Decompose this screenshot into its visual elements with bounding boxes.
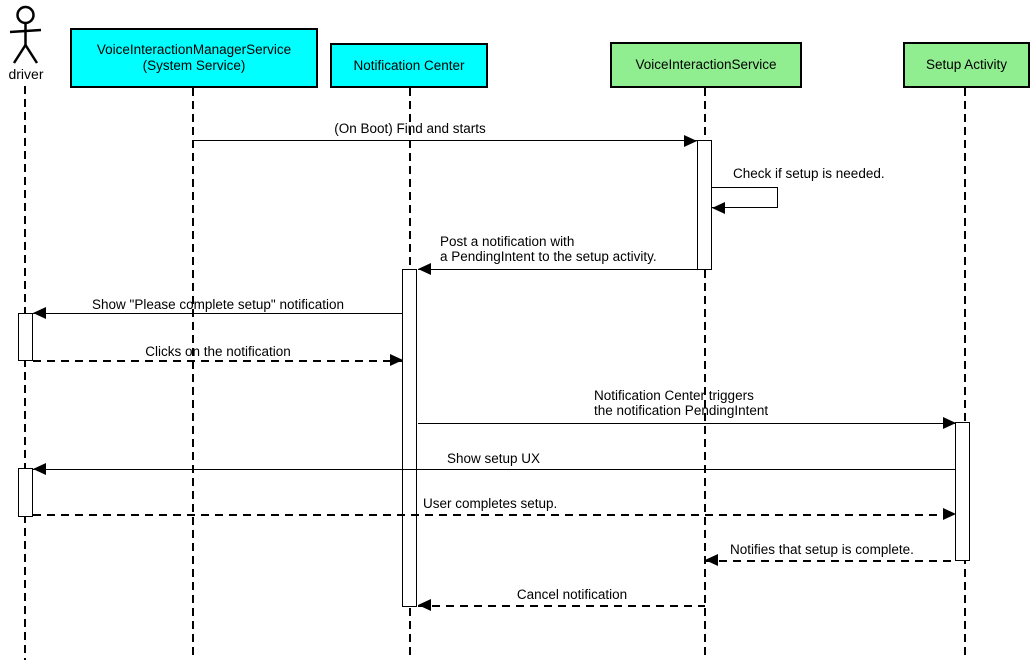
arrowhead-right-icon: [684, 135, 697, 147]
actor-stick-figure-icon: [9, 5, 42, 64]
message-label-post-notification: Post a notification with a PendingIntent…: [440, 234, 657, 264]
message-line-notify-setup-complete: [705, 560, 956, 562]
message-label-show-setup-ux: Show setup UX: [447, 451, 541, 466]
self-message-loop: [712, 187, 778, 208]
actor-label-driver: driver: [8, 66, 44, 82]
message-line-on-boot: [193, 140, 697, 141]
message-line-click-notification: [33, 360, 403, 362]
activation-driver-1: [18, 313, 33, 361]
lifeline-setup-activity: [964, 88, 966, 660]
message-line-show-notification: [33, 313, 403, 314]
message-label-notify-setup-complete: Notifies that setup is complete.: [730, 542, 914, 557]
message-label-show-notification: Show "Please complete setup" notificatio…: [92, 297, 344, 312]
activation-notification-center: [402, 269, 417, 607]
arrowhead-left-icon: [418, 599, 431, 611]
arrowhead-right-icon: [943, 417, 956, 429]
participant-box-voice-interaction-service: VoiceInteractionService: [610, 42, 802, 88]
activation-voice-interaction-service: [697, 140, 712, 270]
participant-box-manager-service: VoiceInteractionManagerService (System S…: [70, 28, 318, 88]
message-label-trigger-pending-intent: Notification Center triggers the notific…: [594, 388, 769, 418]
participant-box-notification-center: Notification Center: [330, 43, 488, 88]
message-line-user-completes-setup: [33, 514, 956, 516]
message-label-user-completes-setup: User completes setup.: [423, 496, 558, 511]
arrowhead-right-icon: [390, 354, 403, 366]
message-line-cancel-notification: [418, 605, 705, 607]
message-label-check-setup: Check if setup is needed.: [733, 166, 885, 181]
lifeline-driver: [24, 86, 26, 660]
message-label-on-boot: (On Boot) Find and starts: [334, 121, 486, 136]
arrowhead-left-icon: [705, 554, 718, 566]
lifeline-voice-interaction-service: [704, 88, 706, 660]
message-line-trigger-pending-intent: [418, 423, 956, 424]
message-label-click-notification: Clicks on the notification: [145, 344, 291, 359]
activation-driver-2: [18, 468, 33, 517]
message-line-show-setup-ux: [33, 469, 956, 470]
arrowhead-left-icon: [33, 307, 46, 319]
arrowhead-left-icon: [418, 263, 431, 275]
message-line-post-notification: [418, 269, 697, 270]
arrowhead-left-icon: [712, 202, 725, 214]
lifeline-manager-service: [192, 88, 194, 660]
message-label-cancel-notification: Cancel notification: [516, 587, 628, 602]
activation-setup-activity: [955, 422, 970, 561]
arrowhead-left-icon: [33, 463, 46, 475]
participant-box-setup-activity: Setup Activity: [903, 42, 1030, 88]
arrowhead-right-icon: [943, 508, 956, 520]
